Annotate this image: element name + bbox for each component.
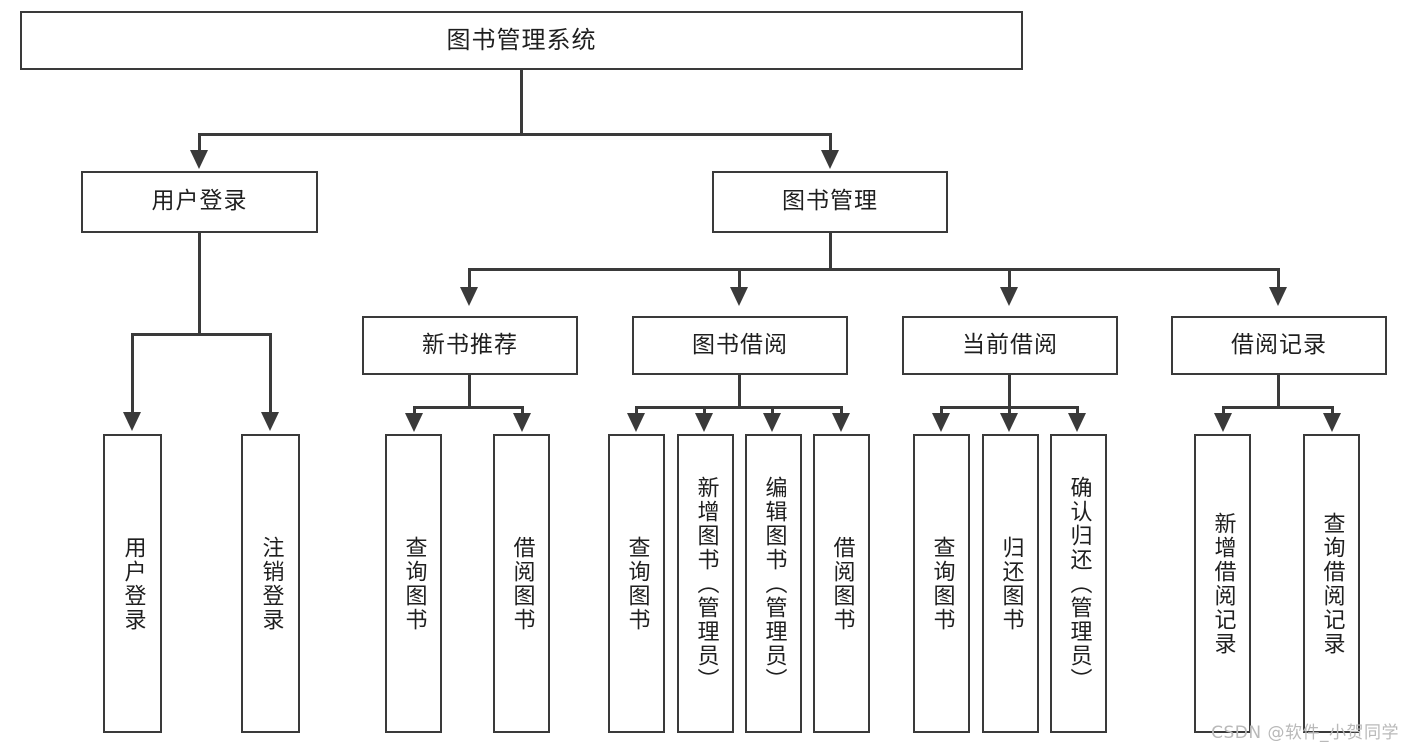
arrowhead-book-manage-to-book-borrow bbox=[730, 287, 748, 306]
node-label: 当前借阅 bbox=[962, 331, 1058, 358]
arrowhead-root-to-book-manage bbox=[821, 150, 839, 169]
connector-user-login-to-leaf-login bbox=[131, 333, 134, 415]
arrowhead-borrow-record-leaf-2 bbox=[1323, 413, 1341, 432]
arrowhead-user-login-to-leaf-login bbox=[123, 412, 141, 431]
node-borrowing-record[interactable]: 借阅记录 bbox=[1171, 316, 1387, 375]
node-leaf-rec-borrow-book[interactable]: 借阅图书 bbox=[493, 434, 550, 733]
connector-book-borrow-stem bbox=[738, 375, 741, 408]
node-current-borrowing[interactable]: 当前借阅 bbox=[902, 316, 1118, 375]
node-label: 新增图书（管理员） bbox=[693, 475, 719, 692]
node-root-book-management-system[interactable]: 图书管理系统 bbox=[20, 11, 1023, 70]
node-label: 查询图书 bbox=[624, 535, 650, 632]
connector-book-manage-to-new-book-rec bbox=[468, 268, 471, 290]
arrowhead-new-book-rec-leaf-2 bbox=[513, 413, 531, 432]
node-leaf-borrow-query-book[interactable]: 查询图书 bbox=[608, 434, 665, 733]
arrowhead-borrow-record-leaf-1 bbox=[1214, 413, 1232, 432]
arrowhead-book-manage-to-current-borrow bbox=[1000, 287, 1018, 306]
connector-book-manage-to-book-borrow bbox=[738, 268, 741, 290]
connector-current-borrow-stem bbox=[1008, 375, 1011, 408]
node-leaf-record-add[interactable]: 新增借阅记录 bbox=[1194, 434, 1251, 733]
arrowhead-book-borrow-leaf-4 bbox=[832, 413, 850, 432]
connector-current-borrow-drop-2 bbox=[1008, 406, 1011, 416]
node-book-management[interactable]: 图书管理 bbox=[712, 171, 948, 233]
arrowhead-current-borrow-leaf-1 bbox=[932, 413, 950, 432]
node-leaf-rec-query-book[interactable]: 查询图书 bbox=[385, 434, 442, 733]
connector-book-manage-to-current-borrow bbox=[1008, 268, 1011, 290]
node-label: 用户登录 bbox=[151, 188, 248, 215]
arrowhead-book-manage-to-borrow-record bbox=[1269, 287, 1287, 306]
node-label: 新书推荐 bbox=[422, 331, 518, 358]
connector-book-borrow-drop-2 bbox=[703, 406, 706, 416]
connector-user-login-fanbar bbox=[131, 333, 272, 336]
node-label: 归还图书 bbox=[998, 535, 1024, 632]
connector-new-book-rec-stem bbox=[468, 375, 471, 408]
arrowhead-current-borrow-leaf-2 bbox=[1000, 413, 1018, 432]
connector-book-manage-stem bbox=[829, 233, 832, 270]
connector-book-borrow-drop-3 bbox=[771, 406, 774, 416]
connector-borrow-record-drop-2 bbox=[1331, 406, 1334, 416]
node-label: 图书借阅 bbox=[692, 331, 788, 358]
node-leaf-current-query-book[interactable]: 查询图书 bbox=[913, 434, 970, 733]
node-label: 确认归还（管理员） bbox=[1066, 475, 1092, 692]
connector-new-book-rec-fanbar bbox=[413, 406, 524, 409]
node-leaf-record-query[interactable]: 查询借阅记录 bbox=[1303, 434, 1360, 733]
arrowhead-book-borrow-leaf-1 bbox=[627, 413, 645, 432]
node-leaf-current-return-book[interactable]: 归还图书 bbox=[982, 434, 1039, 733]
connector-new-book-rec-drop-1 bbox=[413, 406, 416, 416]
node-leaf-borrow-edit-book[interactable]: 编辑图书（管理员） bbox=[745, 434, 802, 733]
node-label: 借阅图书 bbox=[829, 535, 855, 632]
node-leaf-user-logout[interactable]: 注销登录 bbox=[241, 434, 300, 733]
node-user-login[interactable]: 用户登录 bbox=[81, 171, 318, 233]
arrowhead-book-borrow-leaf-2 bbox=[695, 413, 713, 432]
connector-current-borrow-drop-3 bbox=[1076, 406, 1079, 416]
arrowhead-book-manage-to-new-book-rec bbox=[460, 287, 478, 306]
connector-borrow-record-fanbar bbox=[1222, 406, 1334, 409]
connector-root-fanbar bbox=[198, 133, 832, 136]
connector-borrow-record-stem bbox=[1277, 375, 1280, 408]
node-label: 注销登录 bbox=[258, 535, 284, 632]
node-leaf-borrow-add-book[interactable]: 新增图书（管理员） bbox=[677, 434, 734, 733]
node-label: 新增借阅记录 bbox=[1210, 511, 1236, 656]
node-leaf-current-confirm-return[interactable]: 确认归还（管理员） bbox=[1050, 434, 1107, 733]
node-label: 查询借阅记录 bbox=[1319, 511, 1345, 656]
connector-root-stem bbox=[520, 70, 523, 135]
node-leaf-borrow-borrow-book[interactable]: 借阅图书 bbox=[813, 434, 870, 733]
node-label: 查询图书 bbox=[401, 535, 427, 632]
node-label: 图书管理 bbox=[782, 188, 878, 215]
connector-book-manage-to-borrow-record bbox=[1277, 268, 1280, 290]
connector-user-login-stem bbox=[198, 233, 201, 335]
connector-user-login-to-leaf-logout bbox=[269, 333, 272, 415]
node-new-book-recommendation[interactable]: 新书推荐 bbox=[362, 316, 578, 375]
connector-borrow-record-drop-1 bbox=[1222, 406, 1225, 416]
arrowhead-root-to-user-login bbox=[190, 150, 208, 169]
arrowhead-current-borrow-leaf-3 bbox=[1068, 413, 1086, 432]
arrowhead-book-borrow-leaf-3 bbox=[763, 413, 781, 432]
node-label: 借阅记录 bbox=[1231, 331, 1327, 358]
arrowhead-new-book-rec-leaf-1 bbox=[405, 413, 423, 432]
node-book-borrowing[interactable]: 图书借阅 bbox=[632, 316, 848, 375]
connector-book-borrow-drop-4 bbox=[840, 406, 843, 416]
node-label: 图书管理系统 bbox=[446, 26, 597, 55]
arrowhead-user-login-to-leaf-logout bbox=[261, 412, 279, 431]
node-label: 用户登录 bbox=[120, 535, 146, 632]
node-label: 编辑图书（管理员） bbox=[761, 475, 787, 692]
connector-root-to-book-manage bbox=[829, 133, 832, 153]
connector-root-to-user-login bbox=[198, 133, 201, 153]
connector-book-borrow-drop-1 bbox=[635, 406, 638, 416]
connector-book-manage-fanbar bbox=[468, 268, 1280, 271]
connector-book-borrow-fanbar bbox=[635, 406, 843, 409]
node-label: 借阅图书 bbox=[509, 535, 535, 632]
connector-new-book-rec-drop-2 bbox=[521, 406, 524, 416]
connector-current-borrow-drop-1 bbox=[940, 406, 943, 416]
node-label: 查询图书 bbox=[929, 535, 955, 632]
node-leaf-user-login[interactable]: 用户登录 bbox=[103, 434, 162, 733]
